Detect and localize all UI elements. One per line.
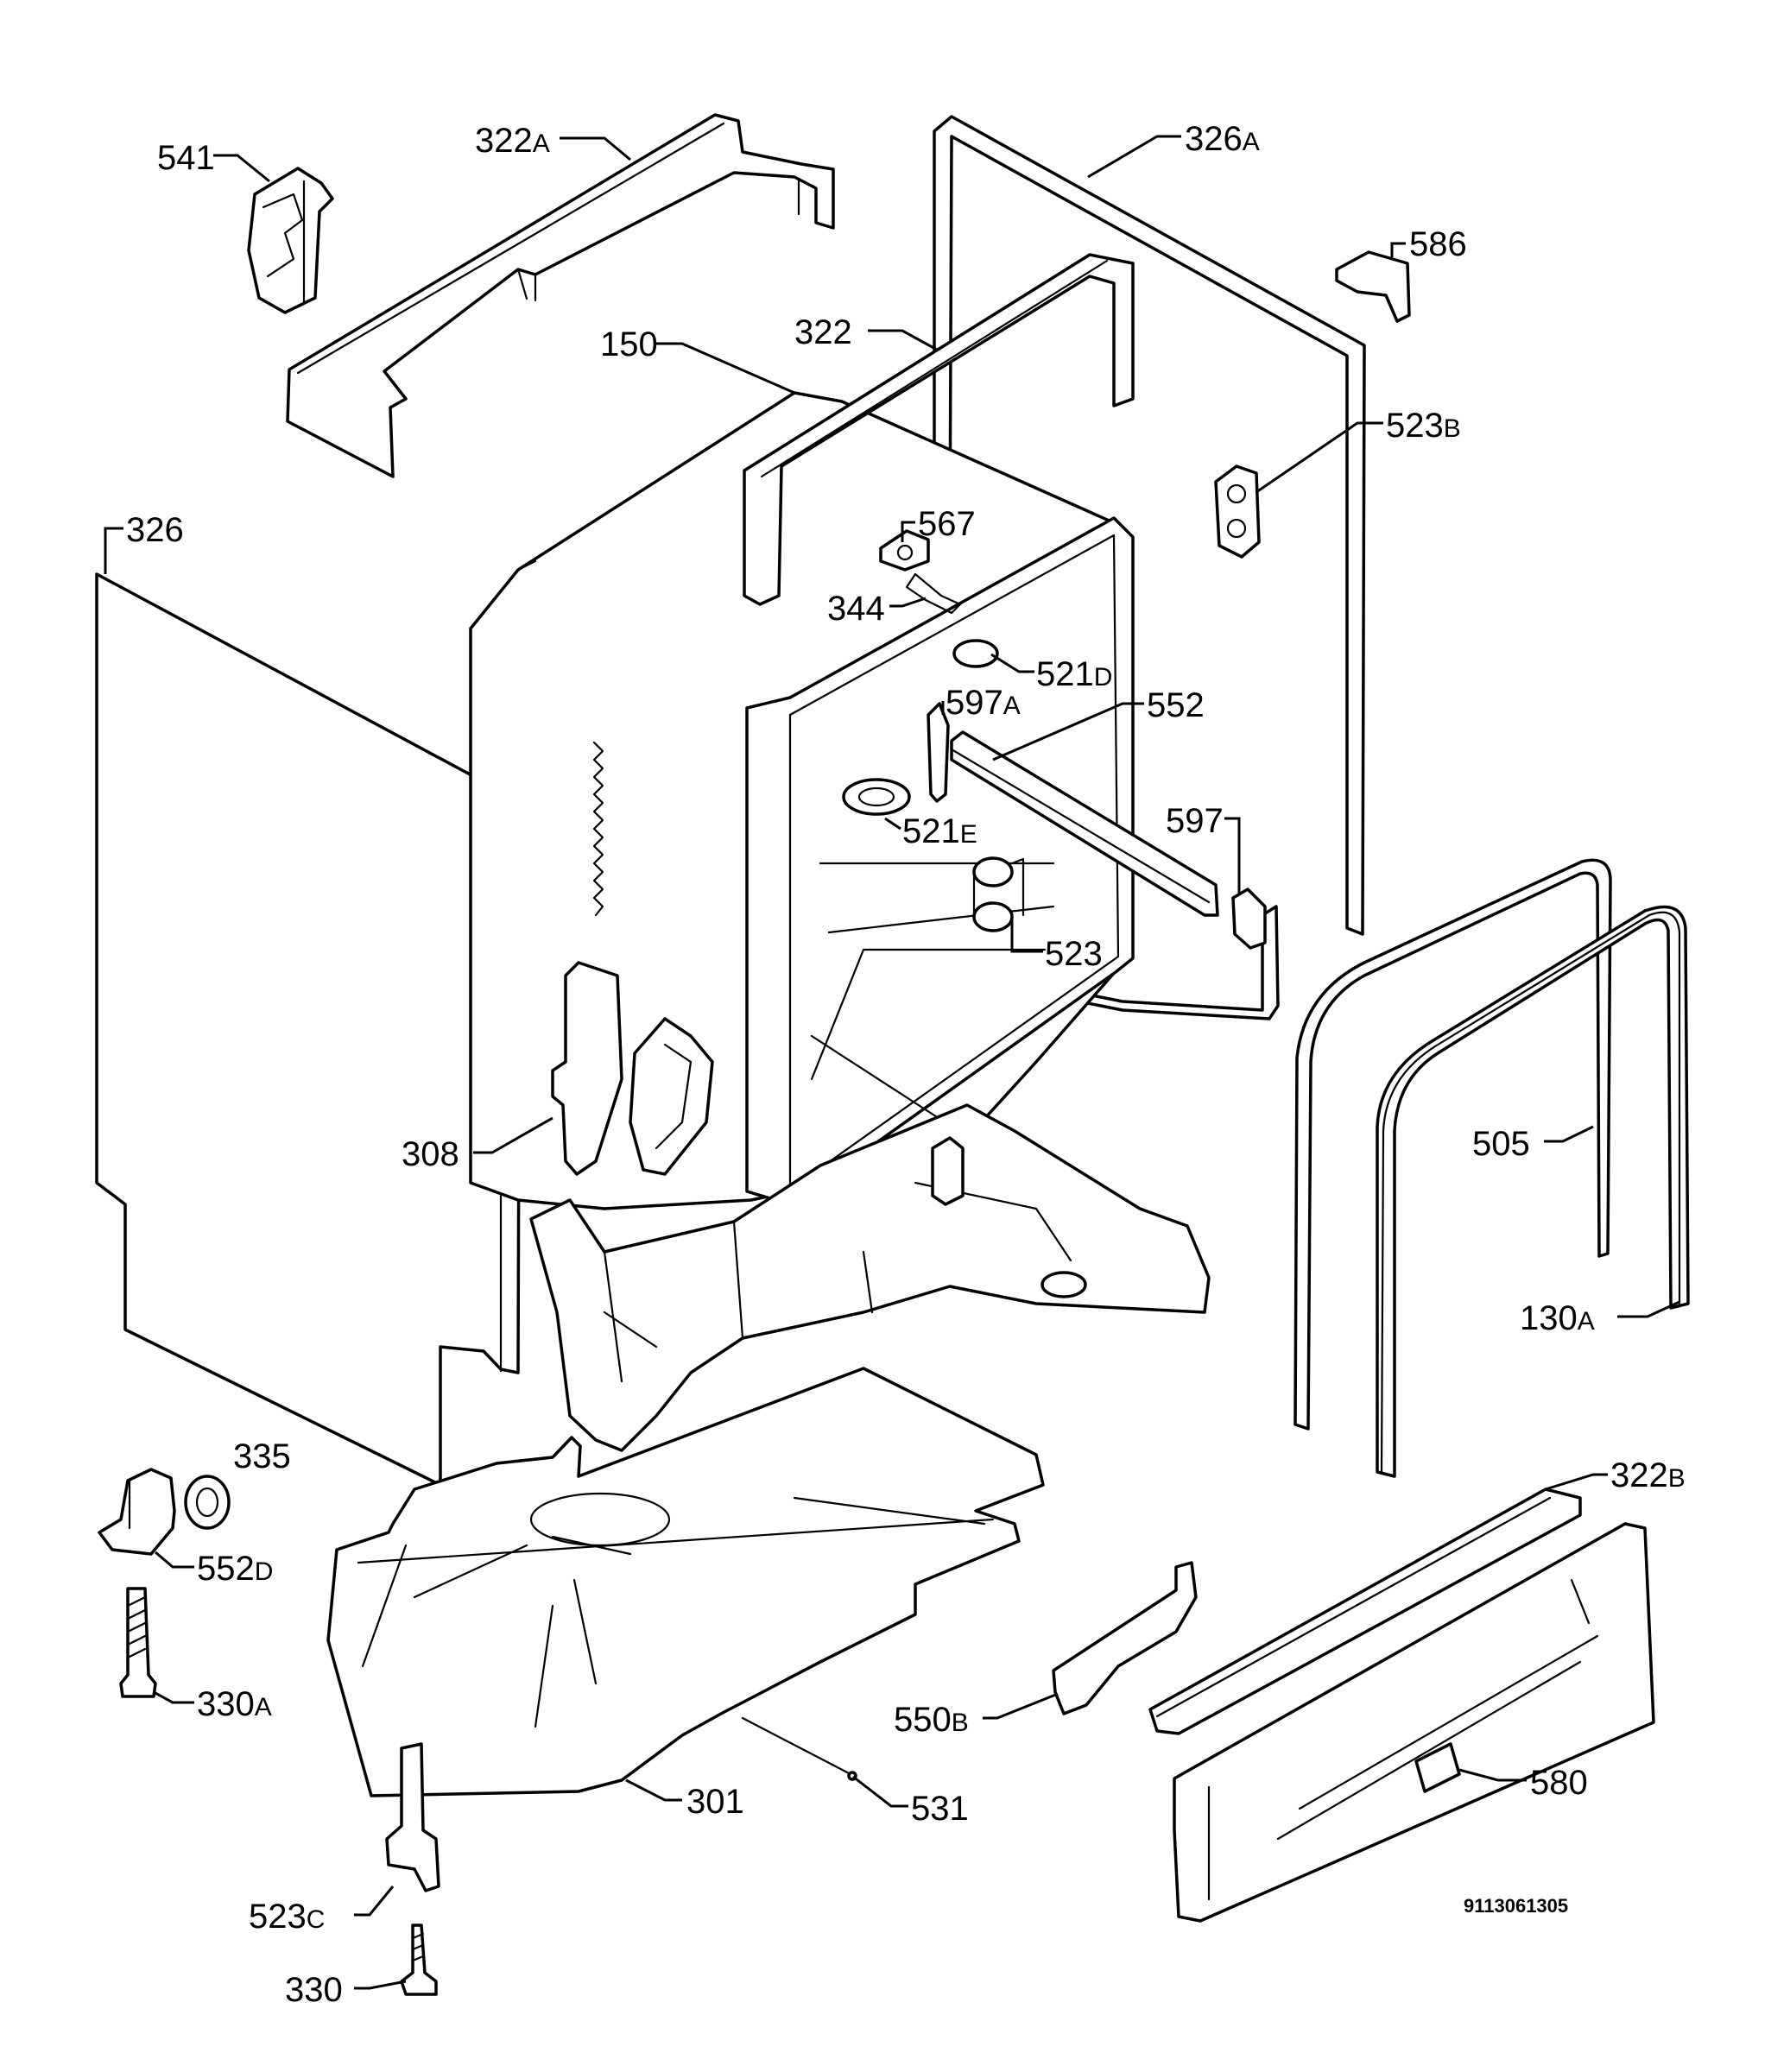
part-wire-531[interactable] xyxy=(741,1716,857,1781)
callout-552: 552 xyxy=(1147,686,1205,724)
part-door-gasket[interactable] xyxy=(1376,905,1690,1478)
part-rail-552[interactable] xyxy=(950,730,1219,917)
callout-552d: 552D xyxy=(197,1550,273,1588)
part-left-side-panel[interactable] xyxy=(95,572,522,1487)
callout-335: 335 xyxy=(233,1437,291,1475)
callout-322: 322 xyxy=(794,313,852,351)
part-base-tray[interactable] xyxy=(326,1367,1045,1797)
part-base-frame[interactable] xyxy=(529,1103,1211,1452)
part-gear-335[interactable] xyxy=(184,1475,231,1530)
callout-580: 580 xyxy=(1530,1764,1588,1802)
callout-326: 326 xyxy=(126,511,184,549)
callout-597a: 597A xyxy=(946,684,1021,722)
part-upper-frame[interactable] xyxy=(743,253,1135,606)
part-plinth[interactable] xyxy=(1173,1522,1655,1923)
part-door-seal[interactable] xyxy=(1293,858,1612,1431)
callout-541: 541 xyxy=(157,139,215,177)
part-bracket-586[interactable] xyxy=(1335,250,1411,323)
leader-lines xyxy=(104,135,1680,1990)
part-bracket-523c[interactable] xyxy=(385,1742,440,1892)
part-bracket-550b[interactable] xyxy=(1052,1561,1198,1715)
callout-597: 597 xyxy=(1166,802,1224,840)
callout-521e: 521E xyxy=(902,812,977,850)
part-seal-521d[interactable] xyxy=(952,639,999,668)
callout-523: 523 xyxy=(1045,935,1103,973)
callout-550b: 550B xyxy=(894,1701,969,1739)
callout-301: 301 xyxy=(686,1783,744,1821)
callout-523c: 523C xyxy=(249,1898,325,1936)
callout-308: 308 xyxy=(402,1135,459,1173)
callout-567: 567 xyxy=(918,505,976,543)
callout-130a: 130A xyxy=(1520,1299,1595,1337)
part-valve-552d[interactable] xyxy=(98,1468,176,1556)
document-number: 9113061305 xyxy=(1464,1895,1568,1917)
part-spring-344[interactable] xyxy=(905,572,962,615)
callout-586: 586 xyxy=(1409,225,1467,263)
part-hinge[interactable] xyxy=(551,741,714,1176)
part-tub[interactable] xyxy=(469,391,1135,1210)
callout-344: 344 xyxy=(827,590,885,628)
callout-330: 330 xyxy=(285,1971,343,2009)
callout-150: 150 xyxy=(600,325,658,363)
part-clip-541[interactable] xyxy=(247,167,334,314)
callout-326a: 326A xyxy=(1185,120,1260,158)
callout-505: 505 xyxy=(1472,1125,1530,1163)
callout-521d: 521D xyxy=(1036,655,1112,693)
callout-labels: 541 322A 326A 586 150 322 523B 326 567 3… xyxy=(126,120,1686,2009)
part-screw-330[interactable] xyxy=(400,1924,438,1996)
callout-531: 531 xyxy=(911,1790,969,1828)
part-top-cover[interactable] xyxy=(286,113,835,478)
callout-322b: 322B xyxy=(1610,1456,1686,1494)
callout-322a: 322A xyxy=(475,122,550,160)
callout-523b: 523B xyxy=(1386,407,1461,445)
callout-330a: 330A xyxy=(197,1685,272,1723)
part-seal-521e[interactable] xyxy=(842,778,911,816)
part-clip-597a[interactable] xyxy=(927,702,950,803)
part-bracket-567[interactable] xyxy=(879,529,930,572)
part-screw-330a[interactable] xyxy=(119,1587,157,1698)
part-stop-597[interactable] xyxy=(1231,888,1267,950)
part-bracket-523b[interactable] xyxy=(1214,464,1261,559)
